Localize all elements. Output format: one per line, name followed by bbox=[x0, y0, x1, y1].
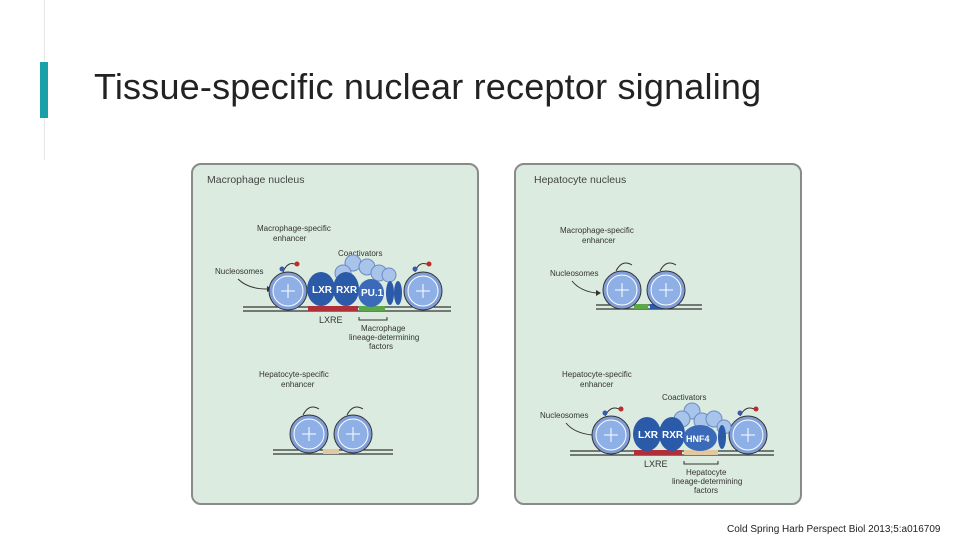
nucleosomes-arrow bbox=[237, 278, 268, 290]
nucleosomes-label: Nucleosomes bbox=[540, 411, 588, 420]
site-bar bbox=[634, 304, 648, 309]
lxre-label: LXRE bbox=[319, 315, 343, 325]
factor-bracket bbox=[683, 461, 719, 465]
nucleosomes-label: Nucleosomes bbox=[215, 267, 263, 276]
lxr-receptor bbox=[633, 417, 661, 451]
nucleosomes-arrow bbox=[565, 422, 593, 436]
nucleosomes-label: Nucleosomes bbox=[550, 269, 598, 278]
site-bar bbox=[323, 449, 339, 454]
coactivators-label: Coactivators bbox=[338, 249, 382, 258]
factors-label-line1: Macrophage bbox=[361, 324, 406, 333]
rxr-label: RXR bbox=[336, 285, 358, 296]
nucleosome bbox=[646, 262, 686, 310]
nucleosome bbox=[403, 261, 443, 311]
nucleosome bbox=[333, 406, 373, 454]
lxr-label: LXR bbox=[638, 430, 659, 441]
factors-label-line2: lineage-determining bbox=[672, 477, 742, 486]
nucleosome bbox=[728, 406, 768, 455]
macrophage-nucleus-diagram: Macrophage nucleus Macrophage-specific e… bbox=[207, 174, 451, 455]
citation: Cold Spring Harb Perspect Biol 2013;5:a0… bbox=[727, 524, 941, 535]
rxr-label: RXR bbox=[662, 430, 684, 441]
arrowhead-icon bbox=[596, 290, 601, 296]
enhancer-label-line2: enhancer bbox=[281, 380, 315, 389]
lineage-factor bbox=[394, 281, 402, 305]
hnf4-label: HNF4 bbox=[686, 434, 710, 444]
enhancer-label-line2: enhancer bbox=[580, 380, 614, 389]
nucleosome bbox=[289, 406, 329, 454]
factor-site-bar bbox=[359, 306, 385, 311]
lxre-site-bar bbox=[308, 306, 358, 311]
enhancer-label-line2: enhancer bbox=[273, 234, 307, 243]
factors-label-line2: lineage-determining bbox=[349, 333, 419, 342]
enhancer-label-line1: Macrophage-specific bbox=[560, 226, 634, 235]
factors-label-line3: factors bbox=[369, 342, 393, 351]
nucleosome bbox=[268, 261, 308, 311]
lineage-factor bbox=[718, 425, 726, 449]
macrophage-nucleus-panel: Macrophage nucleus Macrophage-specific e… bbox=[191, 163, 479, 505]
lxre-label: LXRE bbox=[644, 459, 668, 469]
factor-bracket bbox=[358, 317, 388, 321]
lxr-receptor bbox=[307, 272, 335, 306]
enhancer-label-line1: Macrophage-specific bbox=[257, 224, 331, 233]
nucleosome bbox=[591, 406, 631, 455]
panel-heading: Hepatocyte nucleus bbox=[534, 174, 626, 186]
lineage-factor bbox=[386, 281, 394, 305]
factor-site-bar bbox=[684, 450, 718, 455]
nucleosomes-arrow bbox=[571, 280, 597, 294]
hnf4-factor bbox=[683, 425, 717, 451]
panel-heading: Macrophage nucleus bbox=[207, 174, 304, 186]
slide-title: Tissue-specific nuclear receptor signali… bbox=[94, 66, 762, 107]
title-accent-bar bbox=[40, 62, 48, 118]
rxr-receptor bbox=[659, 417, 685, 451]
lxr-label: LXR bbox=[312, 285, 333, 296]
rxr-receptor bbox=[333, 272, 359, 306]
factors-label-line3: factors bbox=[694, 486, 718, 495]
nucleosome bbox=[602, 262, 642, 310]
lxre-site-bar bbox=[634, 450, 682, 455]
pu1-factor bbox=[358, 279, 384, 307]
enhancer-label-line1: Hepatocyte-specific bbox=[562, 370, 632, 379]
enhancer-label-line2: enhancer bbox=[582, 236, 616, 245]
pu1-label: PU.1 bbox=[361, 288, 384, 299]
factors-label-line1: Hepatocyte bbox=[686, 468, 727, 477]
hepatocyte-nucleus-panel: Hepatocyte nucleus Macrophage-specific e… bbox=[514, 163, 802, 505]
hepatocyte-nucleus-diagram: Hepatocyte nucleus Macrophage-specific e… bbox=[534, 174, 774, 495]
coactivators-label: Coactivators bbox=[662, 393, 706, 402]
enhancer-label-line1: Hepatocyte-specific bbox=[259, 370, 329, 379]
